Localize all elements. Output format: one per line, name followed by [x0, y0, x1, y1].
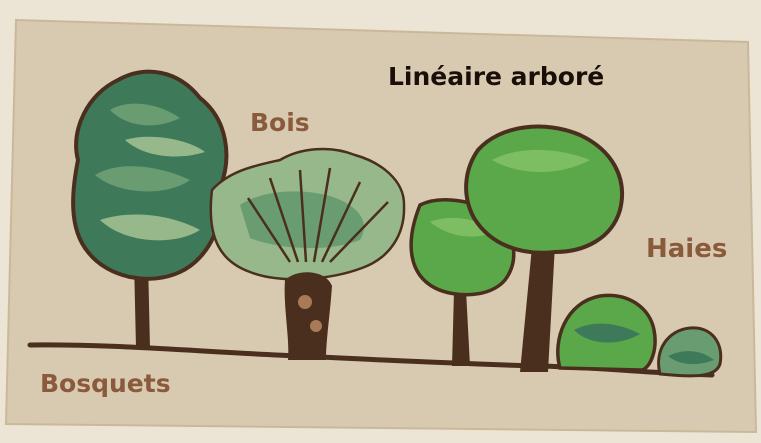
label-bois: Bois — [250, 108, 310, 137]
label-haies: Haies — [646, 234, 727, 264]
label-bosquets: Bosquets — [40, 369, 171, 398]
label-lineaire-arbore: Linéaire arboré — [388, 62, 604, 91]
